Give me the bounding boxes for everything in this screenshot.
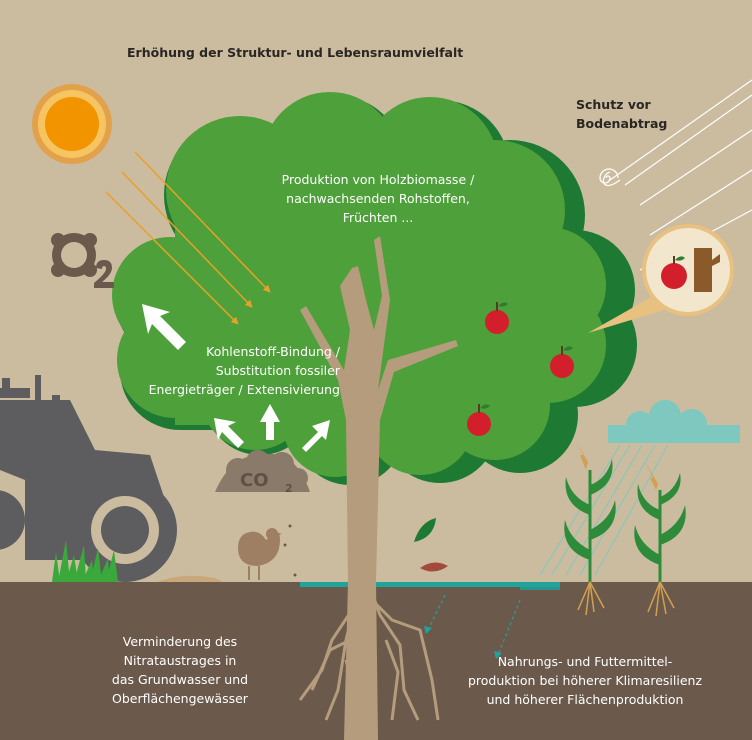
crop-plant-1 xyxy=(564,440,616,582)
arrow-up-right-icon xyxy=(302,420,330,452)
falling-leaf-icon xyxy=(414,518,436,542)
fallen-leaf-icon xyxy=(420,562,448,572)
tree-taproot xyxy=(344,582,378,740)
hay-mound xyxy=(155,575,225,583)
cloud-icon xyxy=(608,400,740,443)
tractor-wheel-center xyxy=(101,506,149,554)
grass-icon xyxy=(52,540,118,582)
nitrate-arrows xyxy=(427,594,521,656)
o2-subscript: 2 xyxy=(98,287,99,289)
sun-icon xyxy=(32,84,112,164)
wind-lines xyxy=(602,79,752,271)
arrow-up-left-icon xyxy=(142,304,186,350)
o2-icon xyxy=(51,233,114,288)
zoom-apple-wood-icon xyxy=(661,248,720,292)
label-structure: Erhöhung der Struktur- und Lebensraumvie… xyxy=(127,45,464,60)
label-erosion: Schutz vor Bodenabtrag xyxy=(576,97,668,131)
crop-roots xyxy=(577,581,675,617)
arrow-up-icon xyxy=(260,404,280,440)
apple-icon-1 xyxy=(485,302,509,334)
arrow-up-left-small-icon xyxy=(214,418,244,448)
tree-trunk xyxy=(300,236,458,582)
zoom-circle xyxy=(642,224,734,316)
zoom-pointer xyxy=(588,295,664,333)
co2-label: CO xyxy=(240,470,269,491)
label-wood-production: Produktion von Holzbiomasse / nachwachse… xyxy=(281,172,475,225)
apple-icon-3 xyxy=(467,404,491,436)
co2-subscript: 2 xyxy=(285,482,293,495)
label-food-production: Nahrungs- und Futtermittel- produktion b… xyxy=(467,654,703,707)
label-carbon: Kohlenstoff-Bindung / Substitution fossi… xyxy=(148,344,340,397)
apple-icon-2 xyxy=(550,346,574,378)
crop-plant-2 xyxy=(634,462,686,582)
chicken-icon xyxy=(238,528,282,580)
seed-dots xyxy=(283,524,297,577)
sun-rays xyxy=(105,151,271,325)
carbon-arrows xyxy=(142,304,330,452)
tractor-rear-wheel xyxy=(0,490,25,550)
co2-icon xyxy=(215,450,310,492)
label-nitrate: Verminderung des Nitrataustrages in das … xyxy=(111,634,249,706)
o2-letter: O xyxy=(54,269,55,271)
